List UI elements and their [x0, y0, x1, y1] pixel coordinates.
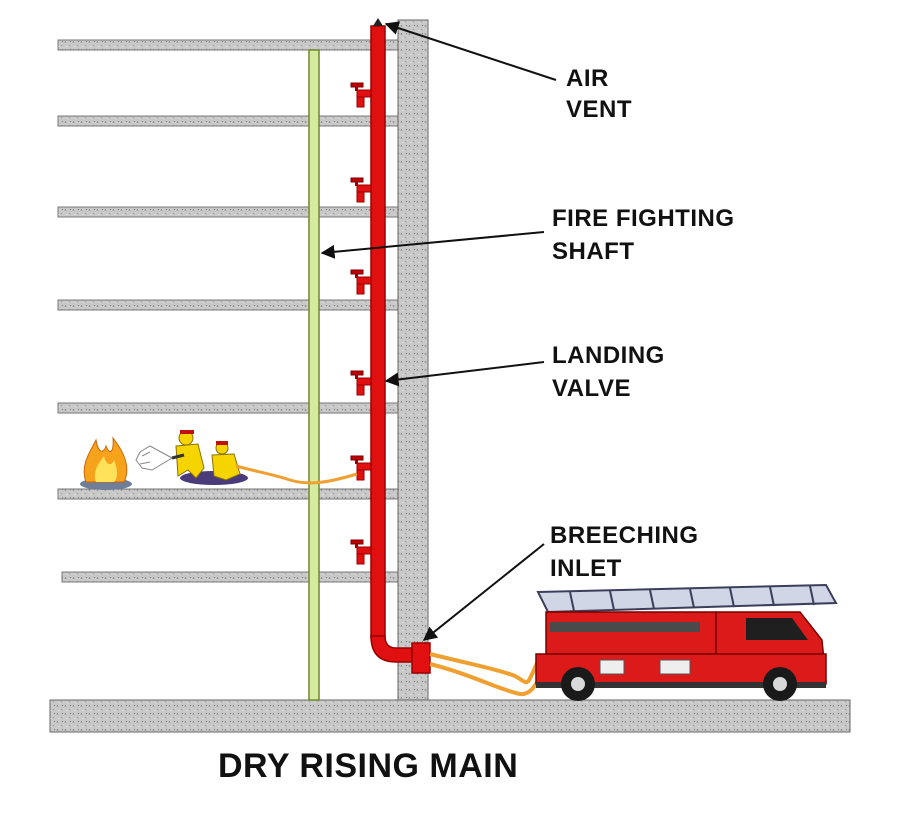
shaft-label-line: FIRE FIGHTING: [552, 205, 735, 232]
firefighter-icon: [171, 430, 248, 485]
floor-slab: [57, 115, 399, 127]
ladder-icon: [536, 583, 838, 614]
landing-valve-icon: [350, 82, 372, 108]
landing-valve-label-line: LANDING: [552, 342, 665, 369]
air-vent-label-line: AIR: [566, 65, 609, 92]
breeching-inlet-label: BREECHING INLET: [550, 522, 706, 582]
floor-slab: [61, 571, 399, 583]
fire-engine-icon: [535, 583, 838, 701]
building-wall: [397, 19, 429, 701]
ground-slab: [49, 699, 851, 733]
breeching-inlet-label-line: BREECHING: [550, 522, 699, 549]
floor-slab: [57, 299, 399, 311]
landing-valve-icon: [350, 177, 372, 203]
landing-valve-icon: [350, 539, 372, 565]
floor-hose: [235, 464, 358, 485]
landing-valve-icon: [350, 370, 372, 396]
floor-slab: [57, 488, 399, 500]
dry-riser-pipe: [370, 25, 413, 663]
air-vent-icon: [373, 18, 383, 26]
air-vent-label: AIR VENT: [566, 65, 632, 123]
landing-valve-label: LANDING VALVE: [552, 342, 672, 402]
flame-icon: [80, 436, 132, 490]
landing-valve-label-line: VALVE: [552, 375, 631, 402]
air-vent-label-line: VENT: [566, 96, 632, 123]
water-spray: [135, 445, 174, 471]
floor-slab: [57, 39, 399, 51]
floor-slab: [57, 402, 399, 414]
fire-fighting-shaft-label: FIRE FIGHTING SHAFT: [552, 205, 742, 265]
floor-slabs: [57, 39, 399, 583]
floor-slab: [57, 206, 399, 218]
breeching-inlet: [411, 642, 431, 674]
shaft-label-line: SHAFT: [552, 238, 635, 265]
callout-leaders: [320, 21, 557, 641]
landing-valves: [350, 82, 372, 565]
diagram-title: DRY RISING MAIN: [218, 747, 518, 785]
breeching-inlet-label-line: INLET: [550, 555, 622, 582]
inlet-hoses: [429, 652, 554, 696]
fire-fighting-shaft: [308, 49, 320, 701]
landing-valve-icon: [350, 269, 372, 295]
